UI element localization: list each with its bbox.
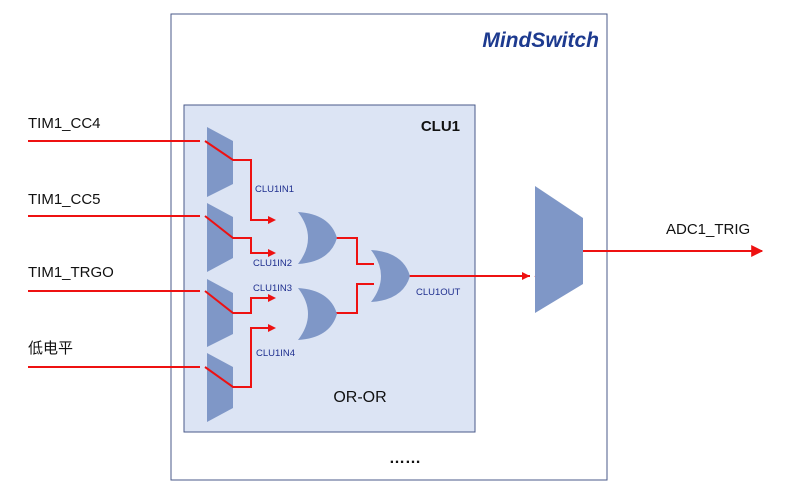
clu-in2-label: CLU1IN2 (253, 258, 292, 269)
gate2-out-wire (336, 283, 374, 314)
clu-in4-label: CLU1IN4 (256, 348, 295, 359)
or-gate-3 (371, 250, 410, 302)
arrowhead-in4 (268, 324, 276, 332)
mode-label: OR-OR (333, 389, 386, 406)
clu-in1-wire (204, 140, 268, 221)
gate1-out-wire (336, 237, 374, 265)
output-label: ADC1_TRIG (666, 221, 750, 238)
continuation-dots: …… (389, 450, 421, 467)
arrowhead-in1 (268, 216, 276, 224)
input-label-4: 低电平 (28, 340, 73, 357)
clu-out-label: CLU1OUT (416, 287, 461, 298)
or-gate-1 (298, 212, 337, 264)
input-mux-4 (207, 353, 233, 422)
brand-logo: MindSwitch (482, 29, 599, 52)
clu-in4-wire (204, 327, 268, 388)
input-mux-3 (207, 279, 233, 347)
clu-in1-label: CLU1IN1 (255, 184, 294, 195)
arrowhead-in2 (268, 249, 276, 257)
clu-in3-wire (204, 290, 268, 314)
input-mux-1 (207, 127, 233, 197)
or-gate-2 (298, 288, 337, 340)
clu-in2-wire (204, 215, 268, 254)
input-label-3: TIM1_TRGO (28, 264, 114, 281)
input-label-1: TIM1_CC4 (28, 115, 101, 132)
input-label-2: TIM1_CC5 (28, 191, 101, 208)
output-mux (535, 186, 583, 313)
input-mux-2 (207, 203, 233, 272)
clu-in3-label: CLU1IN3 (253, 283, 292, 294)
clu1-title: CLU1 (421, 118, 460, 135)
arrowhead-out (522, 272, 530, 280)
arrowhead-in3 (268, 294, 276, 302)
